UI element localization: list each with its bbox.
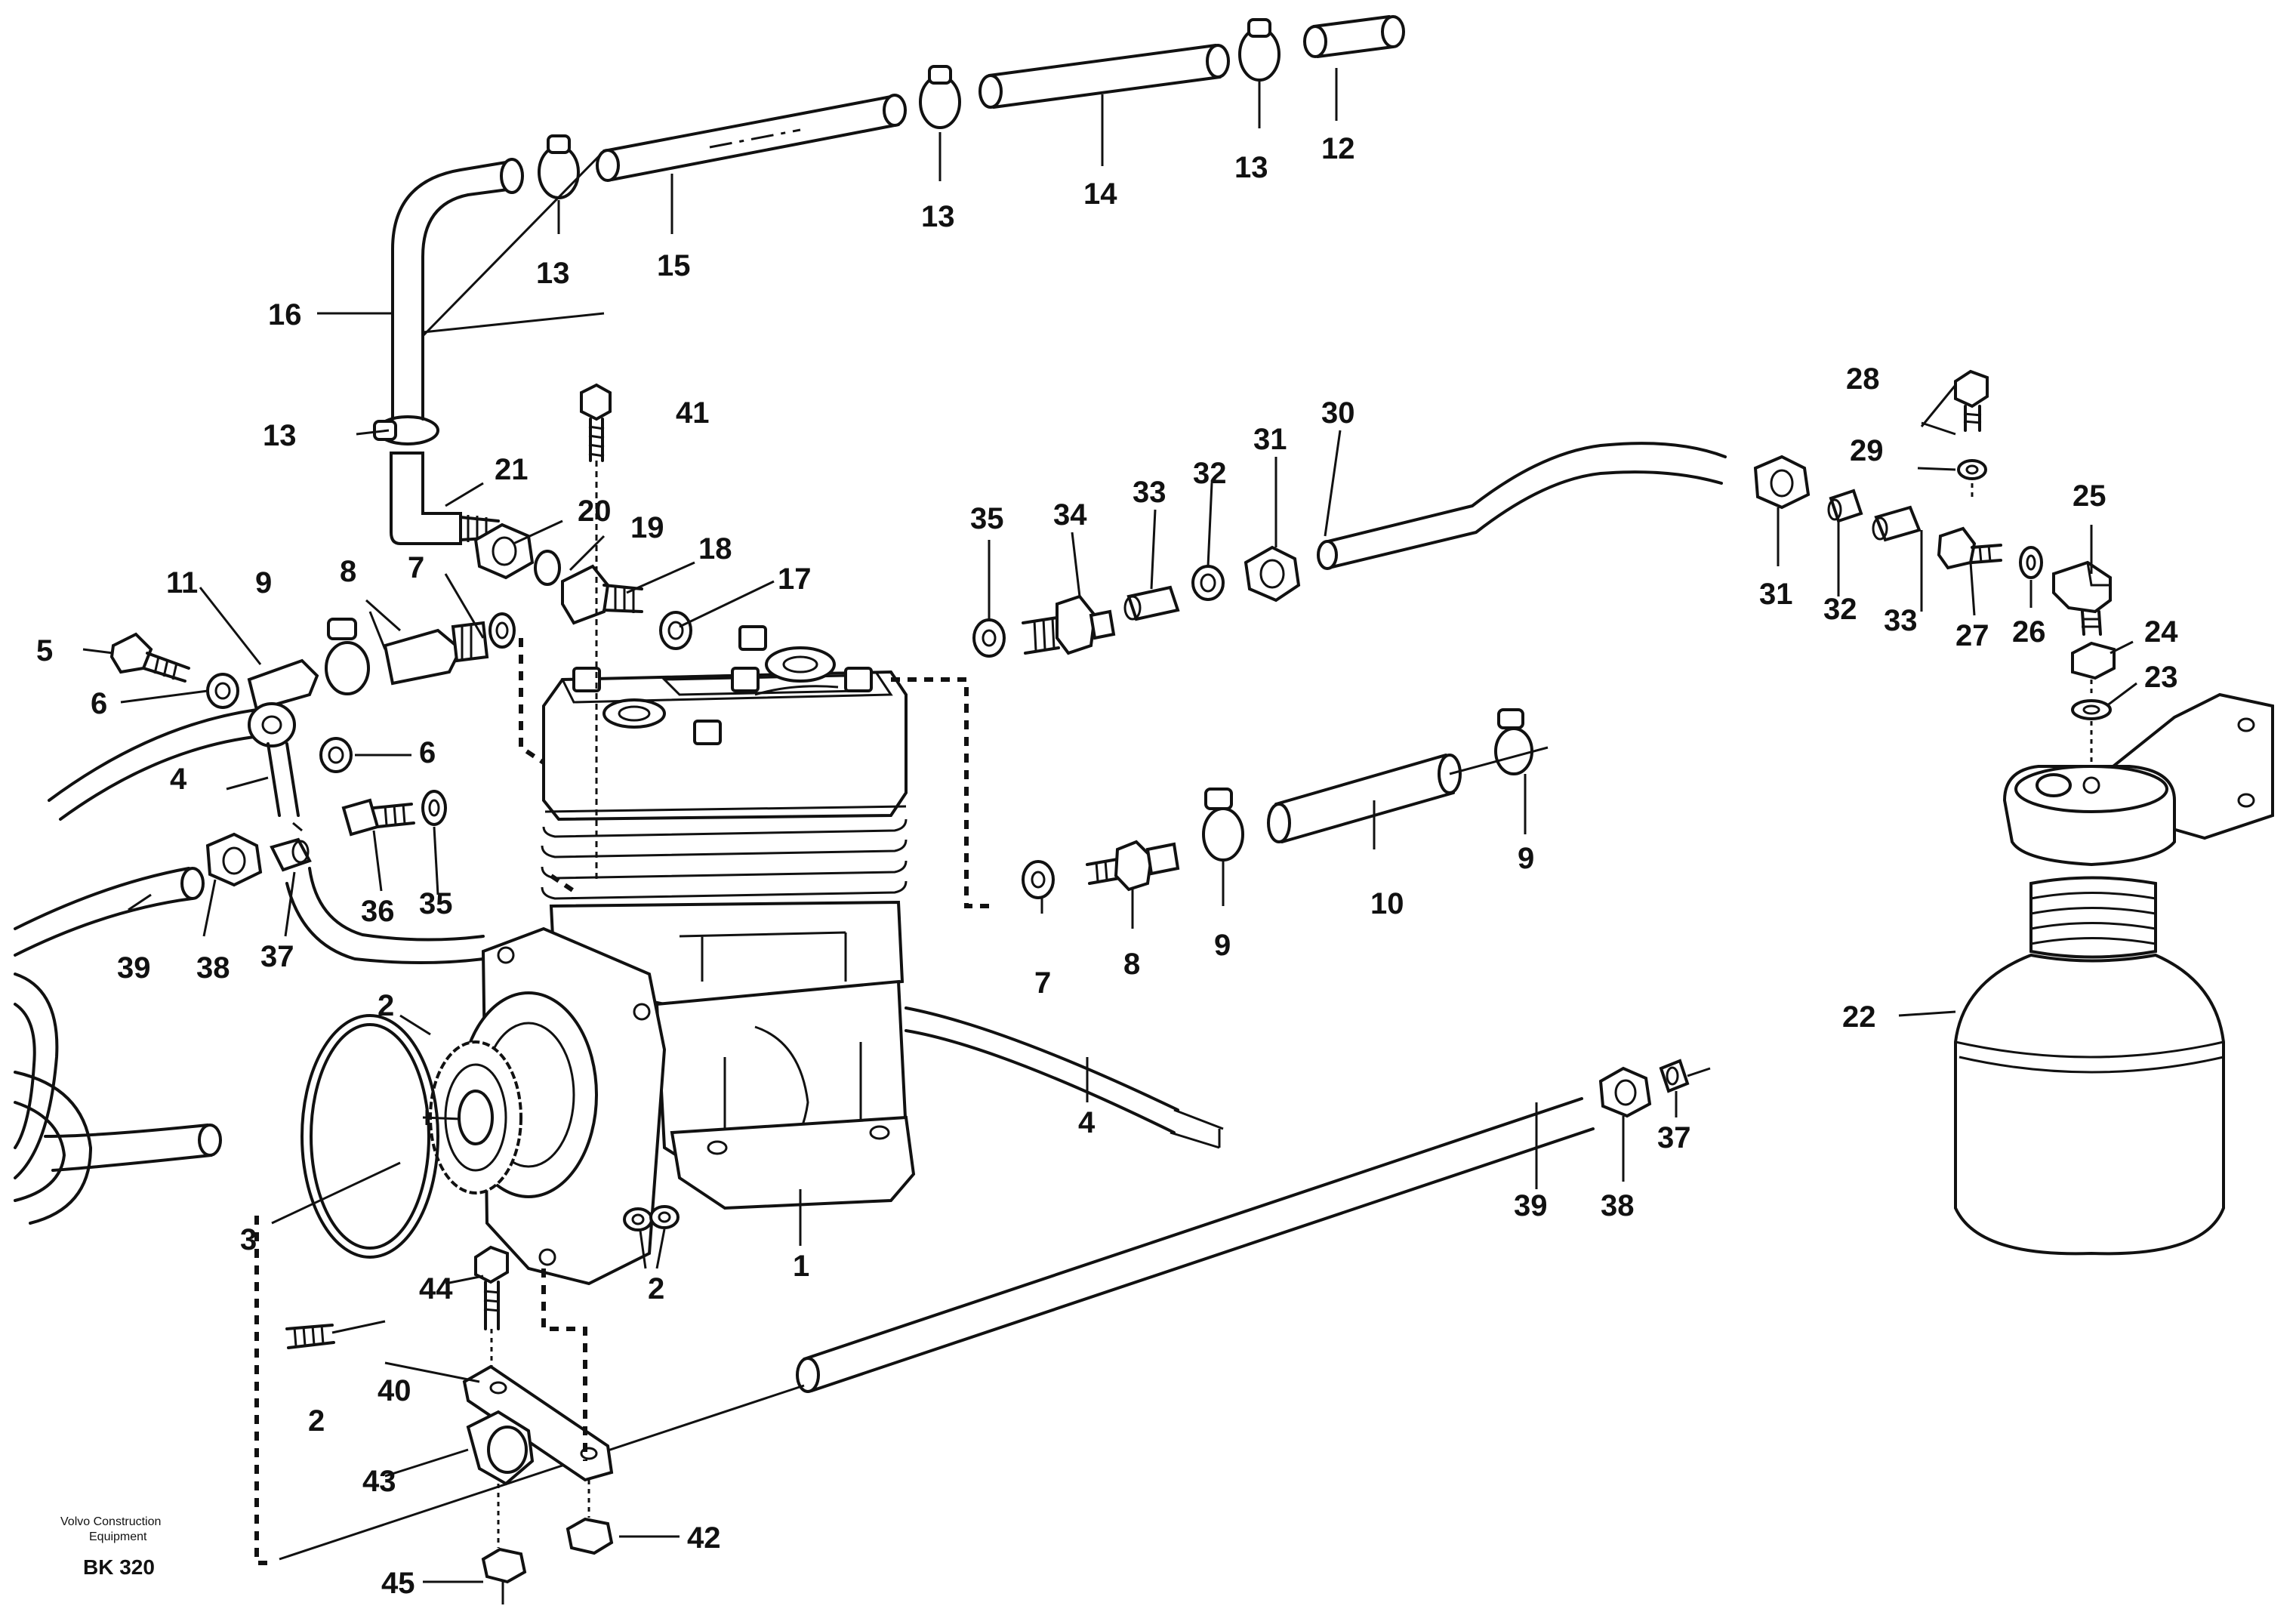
- callout-31-right: 31: [1759, 578, 1793, 611]
- callout-9-upper: 9: [255, 566, 272, 600]
- callout-38-right: 38: [1601, 1189, 1635, 1222]
- callout-13-d: 13: [263, 419, 297, 452]
- callout-30: 30: [1321, 396, 1355, 430]
- callout-35-right: 35: [970, 502, 1004, 535]
- callout-23: 23: [2144, 661, 2178, 694]
- long-pipe-30: [1317, 442, 1727, 570]
- callout-14: 14: [1083, 177, 1117, 211]
- callout-35-left: 35: [419, 887, 453, 920]
- callout-41: 41: [676, 396, 710, 430]
- pipe-4: [905, 1006, 1224, 1149]
- callout-17: 17: [778, 563, 812, 596]
- brand-line-1: Volvo Construction: [60, 1515, 161, 1528]
- callout-43: 43: [362, 1465, 396, 1498]
- upper-hose-assembly: [373, 15, 1405, 545]
- leader-lines: [82, 68, 2137, 1583]
- air-compressor: [422, 625, 916, 1286]
- hose-clamp: [538, 134, 580, 199]
- callout-8-lower: 8: [1123, 948, 1140, 981]
- callout-37-left: 37: [260, 940, 294, 973]
- callout-9-right: 9: [1518, 842, 1534, 875]
- callout-25: 25: [2073, 479, 2106, 513]
- hose-clamp: [373, 415, 439, 445]
- callout-39-right: 39: [1514, 1189, 1548, 1222]
- callout-7-upper: 7: [408, 551, 424, 584]
- callout-13-a: 13: [536, 257, 570, 290]
- callout-15: 15: [657, 249, 691, 282]
- callout-40: 40: [378, 1374, 411, 1407]
- callout-19: 19: [630, 511, 664, 544]
- callout-28: 28: [1846, 362, 1880, 396]
- brand-line-2: Equipment: [89, 1530, 147, 1543]
- callout-13-c: 13: [1234, 151, 1268, 184]
- hose-clamp: [919, 65, 961, 129]
- callout-6-right: 6: [419, 736, 436, 769]
- center-lower-fittings: [1022, 708, 1533, 899]
- right-fittings: [1753, 369, 2116, 778]
- callout-36: 36: [361, 895, 395, 928]
- callout-29: 29: [1850, 434, 1884, 467]
- callout-16: 16: [268, 298, 302, 331]
- callout-37-right: 37: [1657, 1121, 1691, 1154]
- callout-5: 5: [36, 634, 53, 667]
- lower-right-fittings: [1598, 1059, 1711, 1118]
- callout-42: 42: [687, 1521, 721, 1555]
- callout-3: 3: [240, 1223, 257, 1256]
- callout-31-left: 31: [1253, 423, 1287, 456]
- callout-9-center: 9: [1214, 929, 1231, 962]
- figure-code: BK 320: [83, 1555, 155, 1579]
- callout-45: 45: [381, 1567, 415, 1600]
- left-fittings: [109, 612, 516, 887]
- callout-12: 12: [1321, 132, 1355, 165]
- callout-10: 10: [1370, 887, 1404, 920]
- callout-2-gear: 2: [378, 989, 394, 1022]
- callout-4-right: 4: [1078, 1106, 1096, 1139]
- left-hoses: [14, 708, 485, 1225]
- callout-7-lower: 7: [1034, 966, 1051, 1000]
- long-pipe-39: [279, 1097, 1595, 1561]
- callout-33-right: 33: [1884, 604, 1918, 637]
- right-upper-fittings: [972, 545, 1301, 658]
- callout-44: 44: [419, 1272, 453, 1305]
- callout-34: 34: [1053, 498, 1087, 532]
- center-fittings: [473, 383, 692, 883]
- callout-27: 27: [1955, 619, 1989, 652]
- callout-38-left: 38: [196, 951, 230, 985]
- callout-32-right: 32: [1823, 593, 1857, 626]
- oil-bottle: [1954, 692, 2274, 1256]
- callout-18: 18: [698, 532, 732, 566]
- callout-1: 1: [793, 1250, 809, 1283]
- callout-33-left: 33: [1133, 476, 1166, 509]
- callout-26: 26: [2012, 615, 2046, 649]
- callout-4-left: 4: [170, 763, 187, 796]
- callout-20: 20: [578, 495, 612, 528]
- hose-10: [1267, 746, 1549, 843]
- callout-32-left: 32: [1193, 457, 1227, 490]
- hose-clamp: [1238, 18, 1281, 82]
- o-ring-inner: [310, 1023, 430, 1250]
- callout-22: 22: [1842, 1000, 1876, 1034]
- dashed-connections: [254, 638, 989, 1565]
- callout-2-stud: 2: [308, 1404, 325, 1438]
- lower-bracket: [285, 1205, 680, 1604]
- callout-11: 11: [166, 566, 198, 600]
- publisher-footer: Volvo Construction Equipment BK 320: [60, 1515, 161, 1579]
- callout-24: 24: [2144, 615, 2178, 649]
- o-ring: [300, 1014, 439, 1259]
- callout-8-upper: 8: [340, 555, 356, 588]
- callout-21: 21: [495, 453, 529, 486]
- callout-39-left: 39: [117, 951, 151, 985]
- callout-labels: 1 2 2 2 3 4 4 5 6 6 7 7 8 8 9 9 9 10 11 …: [36, 132, 2178, 1600]
- callout-2-washers: 2: [648, 1272, 664, 1305]
- callout-6-left: 6: [91, 687, 107, 720]
- callout-13-b: 13: [921, 200, 955, 233]
